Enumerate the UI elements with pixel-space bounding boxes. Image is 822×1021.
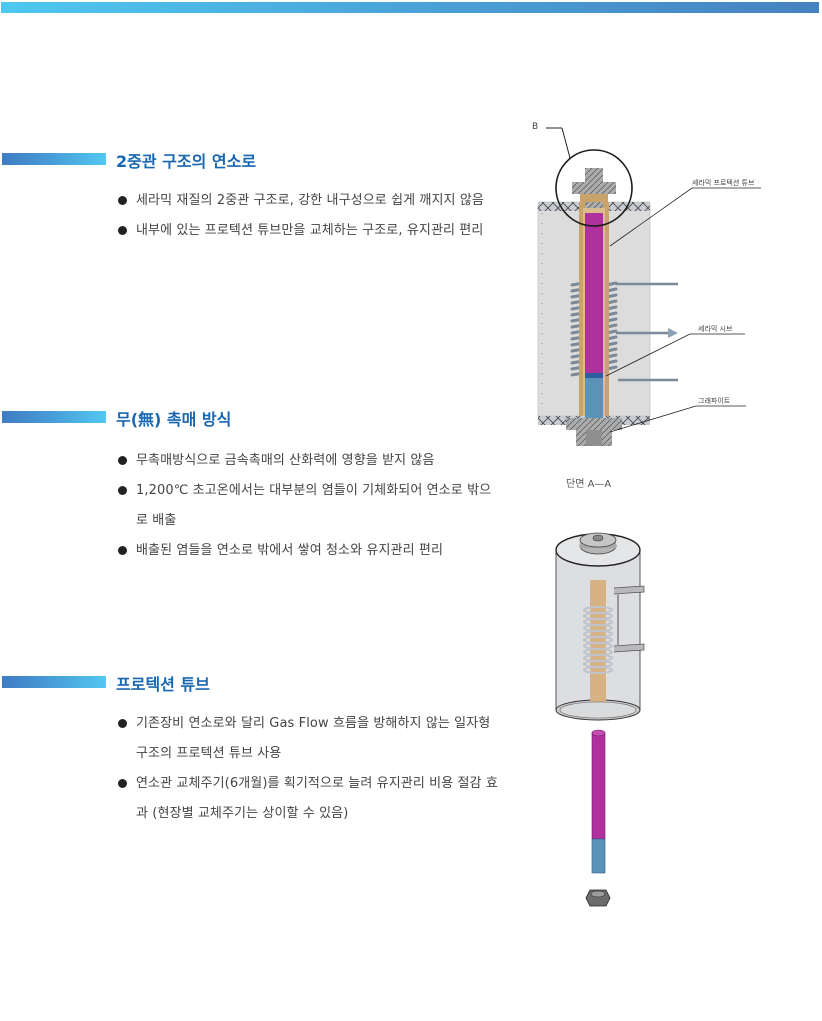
- bullet-dot-icon: [118, 226, 127, 235]
- bullet-item: 연소관 교체주기(6개월)를 획기적으로 늘려 유지관리 비용 절감 효과 (현…: [118, 769, 498, 829]
- section-caption: 단면 A—A: [566, 479, 612, 490]
- bullet-item: 배출된 염들을 연소로 밖에서 쌓여 청소와 유지관리 편리: [118, 536, 498, 566]
- protection-tube-label: 세라믹 프로텍션 튜브: [692, 179, 755, 187]
- furnace-3d-figure: [555, 532, 645, 907]
- bullet-item: 무촉매방식으로 금속촉매의 산화력에 영향을 받지 않음: [118, 446, 498, 476]
- graphite-label: 그래파이트: [698, 397, 731, 405]
- bullet-dot-icon: [118, 719, 127, 728]
- section-header: 무(無) 촉매 방식: [0, 406, 510, 430]
- furnace-cross-section-figure: [537, 127, 761, 446]
- section-protection-tube: 프로텍션 튜브 기존장비 연소로와 달리 Gas Flow 흐름을 방해하지 않…: [0, 671, 510, 821]
- section-header: 프로텍션 튜브: [0, 671, 510, 695]
- bullet-dot-icon: [118, 546, 127, 555]
- bullet-dot-icon: [118, 486, 127, 495]
- top-gradient-bar: [1, 2, 819, 13]
- bullet-list: 무촉매방식으로 금속촉매의 산화력에 영향을 받지 않음 1,200℃ 초고온에…: [118, 446, 498, 566]
- bullet-item: 기존장비 연소로와 달리 Gas Flow 흐름을 방해하지 않는 일자형 구조…: [118, 709, 498, 769]
- bullet-list: 세라믹 재질의 2중관 구조로, 강한 내구성으로 쉽게 깨지지 않음 내부에 …: [118, 186, 498, 246]
- section-non-catalyst: 무(無) 촉매 방식 무촉매방식으로 금속촉매의 산화력에 영향을 받지 않음 …: [0, 406, 510, 558]
- section-accent-bar: [2, 153, 106, 165]
- ceramic-sieve-label: 세라믹 시브: [698, 325, 733, 333]
- bullet-item: 내부에 있는 프로텍션 튜브만을 교체하는 구조로, 유지관리 편리: [118, 216, 498, 246]
- bullet-item: 세라믹 재질의 2중관 구조로, 강한 내구성으로 쉽게 깨지지 않음: [118, 186, 498, 216]
- bullet-dot-icon: [118, 456, 127, 465]
- section-header: 2중관 구조의 연소로: [0, 148, 510, 172]
- bullet-dot-icon: [118, 779, 127, 788]
- section-title: 무(無) 촉매 방식: [116, 410, 232, 429]
- section-title: 2중관 구조의 연소로: [116, 152, 257, 171]
- section-double-tube: 2중관 구조의 연소로 세라믹 재질의 2중관 구조로, 강한 내구성으로 쉽게…: [0, 148, 510, 238]
- bullet-dot-icon: [118, 196, 127, 205]
- exploded-illustration: [548, 528, 678, 918]
- section-title: 프로텍션 튜브: [116, 675, 210, 694]
- cross-section-diagram: B 세라믹 프로텍션 튜브 세라믹 시브 그래파이트 단면 A—A: [528, 118, 788, 498]
- section-accent-bar: [2, 676, 106, 688]
- detail-marker-label: B: [532, 122, 539, 132]
- bullet-list: 기존장비 연소로와 달리 Gas Flow 흐름을 방해하지 않는 일자형 구조…: [118, 709, 498, 829]
- bullet-item: 1,200℃ 초고온에서는 대부분의 염들이 기체화되어 연소로 밖으로 배출: [118, 476, 498, 536]
- section-accent-bar: [2, 411, 106, 423]
